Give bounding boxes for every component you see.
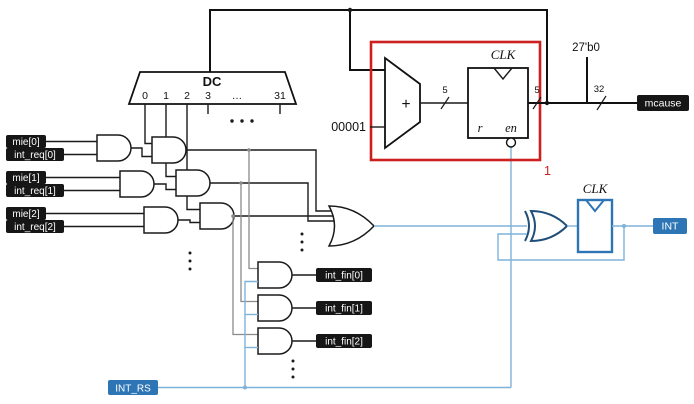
svg-text:int_req[1]: int_req[1]: [14, 186, 56, 197]
mux-adder: [384, 56, 421, 150]
and-gate-mask-1: [119, 170, 155, 198]
decoder-shape: [127, 71, 298, 105]
and-gate-fin-0: [257, 261, 293, 289]
mie0-label: mie[0]: [6, 135, 46, 148]
and-gate-req-2: [199, 202, 235, 230]
highlight-box: [369, 40, 542, 162]
bus-width-5a: 5: [442, 85, 447, 96]
svg-text:mie[2]: mie[2]: [12, 209, 39, 220]
wire-decoder-col0: [144, 104, 152, 145]
wire-mask1-to-req1: [154, 183, 176, 191]
wire-intrs-to-fin0: [244, 280, 258, 388]
clock-triangle-icon: [493, 67, 513, 81]
svg-text:int_fin[2]: int_fin[2]: [325, 337, 363, 348]
junction-dot: [239, 181, 243, 185]
wire-req0-to-fin0: [248, 150, 258, 270]
and-gate-mask-2: [143, 206, 179, 234]
wire-decoder-col2: [186, 104, 200, 211]
ff-clock-triangle-icon: [585, 199, 605, 213]
or-gate: [327, 205, 376, 247]
register-en-label: en: [505, 121, 517, 135]
decoder-ellipsis-dots: [230, 119, 254, 123]
int-req0-label: int_req[0]: [6, 148, 64, 161]
xor-gate: [529, 209, 569, 243]
and-gate-req-1: [175, 169, 211, 197]
junction-dot: [243, 385, 247, 390]
int-rs-label: INT_RS: [108, 380, 158, 395]
mie2-label: mie[2]: [6, 207, 46, 220]
bus-slash-5a: [440, 96, 450, 110]
zero-padding-label: 27'b0: [572, 42, 600, 54]
junction-dot: [231, 214, 235, 218]
vdots-below-req-gates: [188, 251, 192, 271]
decoder-output-1: 1: [163, 90, 169, 102]
bus-slash-5b: [532, 96, 542, 110]
int-fin0-label: int_fin[0]: [316, 268, 372, 282]
wire-int-feedback: [497, 226, 625, 261]
decoder-output-31: 31: [274, 90, 286, 102]
svg-text:mie[1]: mie[1]: [12, 173, 39, 184]
int-req1-label: int_req[1]: [6, 184, 64, 197]
wire-req0-to-or: [186, 149, 333, 212]
svg-text:int_req[2]: int_req[2]: [14, 222, 56, 233]
enable-bubble: [505, 137, 517, 148]
wire-decoder-col1: [165, 104, 176, 178]
and-gate-mask-0: [96, 134, 132, 162]
svg-text:mcause: mcause: [645, 98, 682, 110]
vdots-or-inputs: [300, 232, 304, 252]
svg-text:mie[0]: mie[0]: [12, 137, 39, 148]
adder-constant: 00001: [331, 120, 366, 134]
mcause-label: mcause: [637, 95, 689, 111]
bus-slash-32: [596, 95, 607, 111]
wire-feedback-top: [209, 9, 548, 103]
int-fin2-label: int_fin[2]: [316, 334, 372, 348]
decoder-label: DC: [203, 74, 222, 89]
svg-text:INT_RS: INT_RS: [115, 384, 151, 395]
and-gate-fin-2: [257, 327, 293, 355]
junction-dot: [622, 224, 626, 228]
wire-req2-to-fin2: [232, 216, 258, 336]
adder-plus-symbol: +: [401, 96, 410, 113]
register-clk-label: CLK: [491, 47, 517, 62]
int-label: INT: [653, 218, 687, 234]
junction-dot: [347, 7, 353, 13]
wire-mask2-to-req2: [178, 219, 200, 224]
int-req2-label: int_req[2]: [6, 220, 64, 233]
wire-req1-to-fin1: [240, 183, 258, 303]
wire-mask0-to-req0: [131, 147, 152, 158]
decoder-output-3: 3: [205, 90, 211, 102]
vdots-below-fin-gates: [291, 359, 295, 379]
svg-text:int_req[0]: int_req[0]: [14, 150, 56, 161]
register-r-label: r: [478, 121, 483, 135]
svg-text:INT: INT: [662, 221, 680, 233]
mcause-register: [467, 67, 529, 139]
and-gate-req-0: [151, 136, 187, 164]
junction-dot: [247, 148, 251, 152]
svg-text:int_fin[0]: int_fin[0]: [325, 271, 363, 282]
decoder-output-ellipsis: …: [232, 90, 243, 102]
bus-width-5b: 5: [534, 85, 539, 96]
int-flipflop: [576, 198, 614, 254]
and-gate-fin-1: [257, 294, 293, 322]
wire-req1-to-or: [210, 182, 335, 222]
int-fin1-label: int_fin[1]: [316, 301, 372, 315]
ff-clk-label: CLK: [583, 181, 609, 196]
xor-input-arc: [524, 210, 530, 242]
decoder-output-0: 0: [142, 90, 148, 102]
wire-feedback-to-adder: [349, 10, 385, 71]
decoder-output-2: 2: [184, 90, 190, 102]
bus-width-32: 32: [594, 84, 605, 95]
highlight-number: 1: [544, 164, 551, 178]
mie1-label: mie[1]: [6, 171, 46, 184]
svg-text:int_fin[1]: int_fin[1]: [325, 304, 363, 315]
